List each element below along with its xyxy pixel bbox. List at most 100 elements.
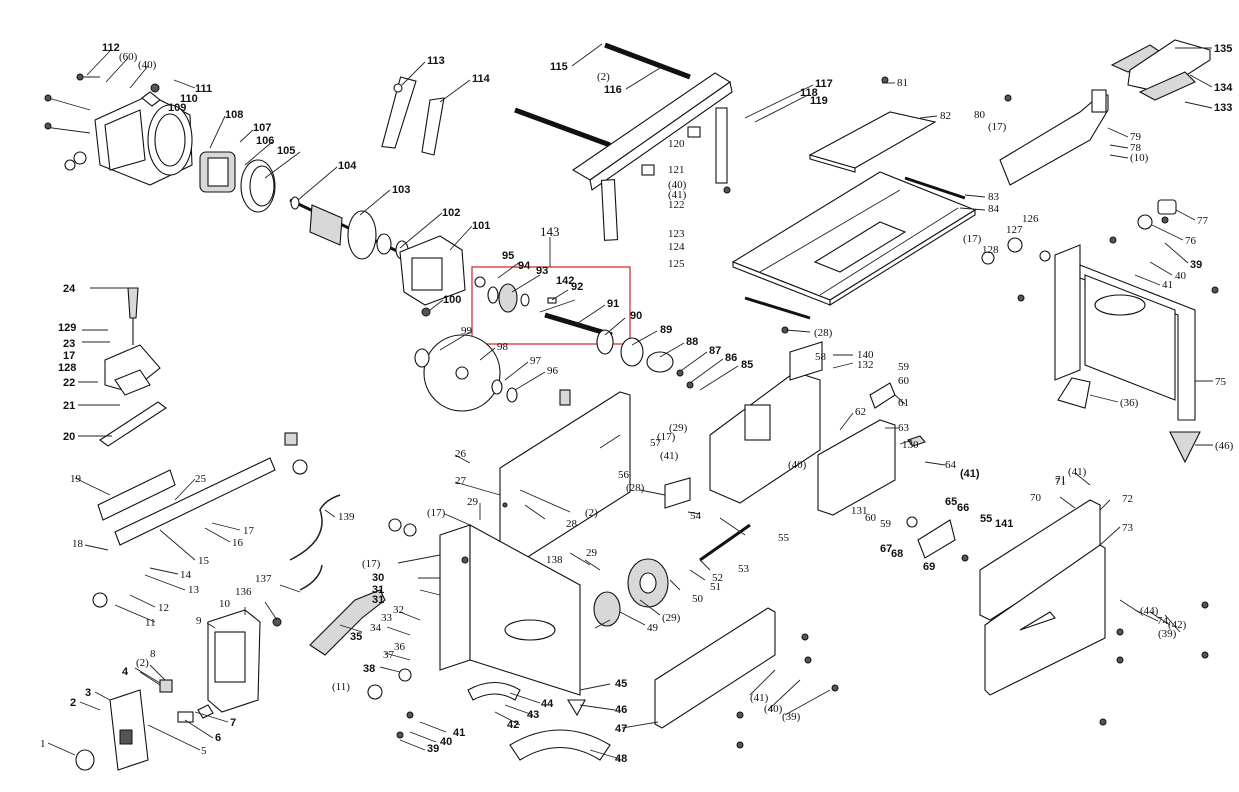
- part-label: 7: [230, 717, 236, 729]
- part-label: 125: [668, 258, 685, 270]
- part-label: 102: [442, 207, 460, 219]
- part-label: 82: [940, 110, 951, 122]
- motor-housing: [94, 83, 193, 186]
- switch-plate: [75, 689, 149, 771]
- part-label: 68: [891, 548, 903, 560]
- part-label: 75: [1215, 376, 1227, 388]
- part-label: 5: [201, 745, 207, 757]
- part-label: 56: [618, 469, 630, 481]
- blade-guard: [999, 89, 1109, 186]
- part-label: 28: [566, 518, 578, 530]
- part-label: 104: [338, 160, 357, 172]
- height-handwheel: [593, 558, 669, 627]
- extension-rails: [97, 432, 298, 546]
- part-label: (40): [788, 459, 807, 471]
- part-label: (36): [1120, 397, 1139, 409]
- part-label: 92: [571, 281, 583, 293]
- part-label: 59: [898, 361, 910, 373]
- motor-bell: [240, 159, 276, 213]
- part-label: 50: [692, 593, 704, 605]
- part-label: 70: [1030, 492, 1042, 504]
- part-label: 124: [668, 241, 685, 253]
- part-label: 29: [586, 547, 598, 559]
- part-label: 66: [957, 502, 969, 514]
- part-label: 111: [195, 83, 212, 95]
- table-strips: [744, 176, 966, 320]
- part-label: 106: [256, 135, 274, 147]
- part-label: (2): [136, 657, 149, 669]
- part-label: 139: [338, 511, 355, 523]
- part-label: 121: [668, 164, 685, 176]
- part-label: (40): [764, 703, 783, 715]
- part-label: 12: [158, 602, 169, 614]
- part-label: 120: [668, 138, 685, 150]
- cabinet-front: [439, 524, 581, 696]
- wedge-46-right: [1169, 431, 1201, 464]
- part-label: 117: [815, 78, 833, 90]
- part-label: 108: [225, 109, 243, 121]
- part-label: 35: [350, 631, 362, 643]
- part-label: 60: [898, 375, 910, 387]
- part-label: (10): [1130, 152, 1149, 164]
- fasteners: [92, 76, 1219, 749]
- part-label: 30: [372, 572, 384, 584]
- part-label: (41): [660, 450, 679, 462]
- part-label: 57: [650, 437, 662, 449]
- part-label: 31: [372, 594, 384, 606]
- part-label: 123: [668, 228, 685, 240]
- gear-housing: [399, 235, 466, 317]
- part-label: 8: [150, 648, 156, 660]
- part-label: (28): [814, 327, 833, 339]
- part-label: 18: [72, 538, 84, 550]
- miter-head: [104, 344, 161, 396]
- part-label: 41: [1162, 279, 1173, 291]
- part-label: 81: [897, 77, 908, 89]
- part-label: 17: [63, 350, 75, 362]
- anti-kickback-pawl: [1110, 39, 1211, 101]
- part-label: 126: [1022, 213, 1039, 225]
- part-label: 60: [865, 512, 877, 524]
- part-label: 48: [615, 753, 627, 765]
- part-label: 51: [710, 581, 721, 593]
- part-label: 62: [855, 406, 866, 418]
- part-label: 44: [541, 698, 554, 710]
- part-label: 77: [1197, 215, 1209, 227]
- part-label: 19: [70, 473, 82, 485]
- part-label: 2: [70, 697, 76, 709]
- part-label: 14: [180, 569, 192, 581]
- part-label: 98: [497, 341, 509, 353]
- part-label: 40: [1175, 270, 1187, 282]
- gearbox-parts: [474, 276, 613, 338]
- part-label: 3: [85, 687, 91, 699]
- part-label: 16: [232, 537, 244, 549]
- part-label: 129: [58, 322, 76, 334]
- part-label: 21: [63, 400, 75, 412]
- part-label: 58: [815, 351, 827, 363]
- part-label: 80: [974, 109, 986, 121]
- right-stand: [1054, 244, 1196, 421]
- part-label: 29: [467, 496, 479, 508]
- part-label: (17): [362, 558, 381, 570]
- part-label: 142: [556, 275, 574, 287]
- part-label: 84: [988, 203, 1000, 215]
- part-label: 10: [219, 598, 231, 610]
- part-label: 141: [995, 518, 1013, 530]
- part-label: (41): [668, 189, 687, 201]
- part-label: 94: [518, 260, 531, 272]
- part-label: 100: [443, 294, 461, 306]
- part-label: 91: [607, 298, 619, 310]
- part-label: 59: [880, 518, 892, 530]
- part-label: 96: [547, 365, 559, 377]
- part-label: 25: [195, 473, 207, 485]
- part-label: (39): [1158, 628, 1177, 640]
- part-label: (29): [669, 422, 688, 434]
- height-screw: [699, 523, 751, 562]
- part-label: 133: [1214, 102, 1232, 114]
- part-label: 17: [243, 525, 255, 537]
- part-label: 4: [122, 666, 129, 678]
- part-label: 31: [372, 584, 384, 596]
- part-label: 132: [857, 359, 874, 371]
- part-label: 52: [712, 572, 723, 584]
- part-label: (17): [657, 431, 676, 443]
- part-label: 22: [63, 377, 75, 389]
